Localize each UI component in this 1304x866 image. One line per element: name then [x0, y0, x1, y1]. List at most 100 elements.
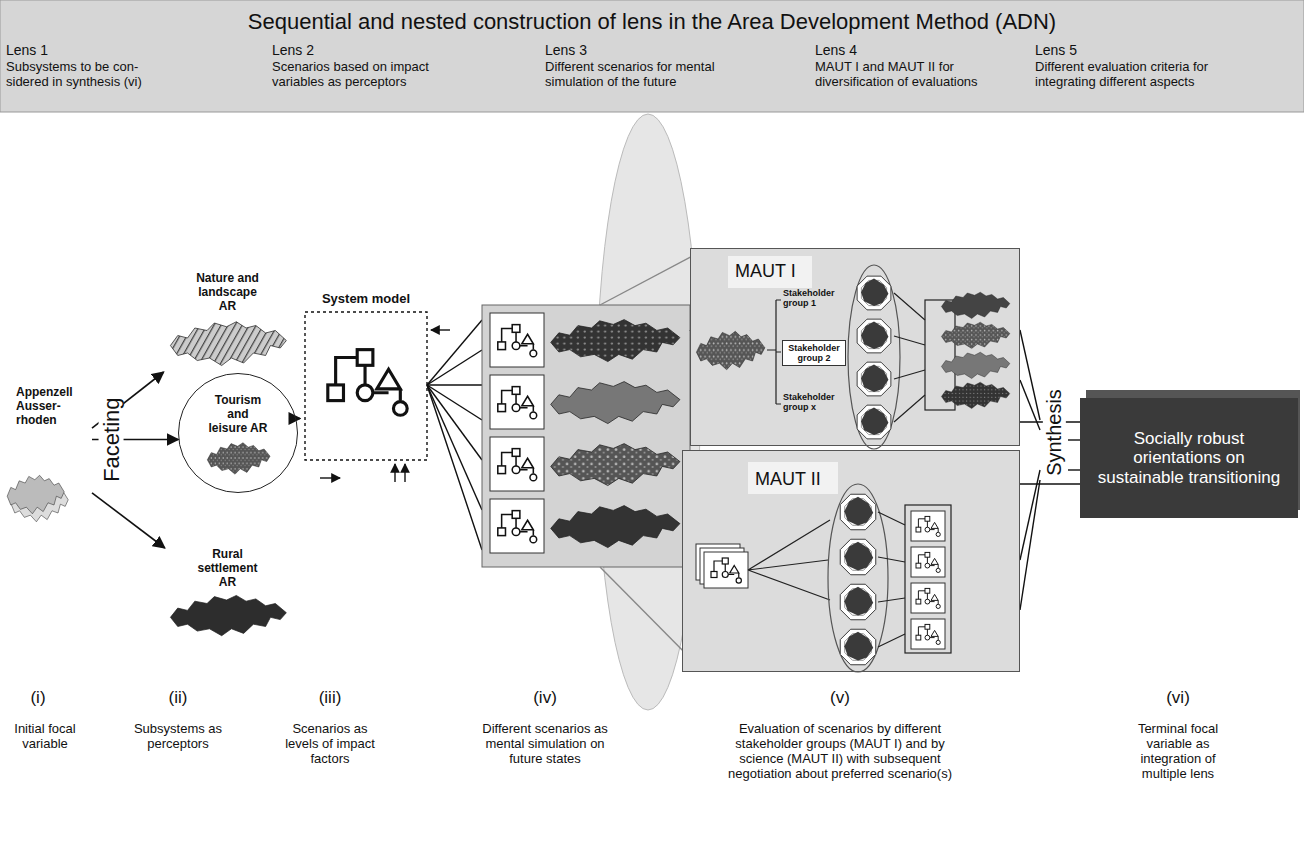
illustration-part — [427, 320, 482, 385]
diagram-title: Sequential and nested construction of le… — [0, 9, 1304, 34]
illustration-part — [551, 320, 680, 362]
illustration-part — [941, 382, 1009, 408]
lens-text: Lens 5 — [1035, 42, 1235, 58]
caption-text: Stakeholder group 1 — [783, 288, 841, 309]
caption-text: (vi) — [1148, 688, 1208, 708]
process-box: Stakeholder group 2 — [782, 340, 846, 366]
illustration-part — [767, 265, 955, 449]
node-text: Tourism and leisure AR — [207, 394, 269, 435]
illustration-part — [498, 449, 537, 481]
illustration-part — [748, 484, 951, 672]
illustration-part — [320, 477, 340, 478]
region-maps — [7, 322, 286, 636]
illustration-part — [905, 505, 951, 653]
process-box: System model — [300, 292, 432, 464]
node-text: Stakeholder group 2 — [783, 343, 845, 364]
illustration-part — [170, 322, 286, 366]
synthesis-lines — [1020, 330, 1080, 610]
lens-text: Lens 1 — [6, 42, 206, 58]
illustration-part — [911, 547, 945, 577]
illustration-part — [490, 437, 544, 491]
illustration-part — [911, 619, 945, 649]
illustration-part — [941, 322, 1009, 348]
illustration-part — [857, 319, 891, 353]
illustration-part — [551, 506, 680, 548]
process-box: Rural settlement AR — [160, 548, 295, 643]
illustration-part — [404, 464, 405, 482]
illustration-part — [431, 329, 450, 330]
illustration-part — [170, 595, 286, 635]
illustration-part — [498, 511, 537, 543]
process-box: MAUT I Stakeholder group 2 — [690, 248, 1020, 446]
lens-text: Scenarios based on impact variables as p… — [272, 60, 432, 90]
node-text: MAUT II — [755, 469, 821, 490]
illustration-part — [490, 375, 544, 429]
caption-text: Stakeholder group x — [783, 392, 841, 413]
caption-text: Evaluation of scenarios by different sta… — [715, 722, 965, 782]
illustration-part — [682, 450, 1020, 672]
vertical-label: Synthesis — [1043, 386, 1066, 479]
caption-text: Subsystems as perceptors — [130, 722, 226, 752]
illustration-part — [840, 494, 876, 530]
caption-text: Initial focal variable — [3, 722, 87, 752]
connector — [296, 418, 300, 420]
illustration-part — [490, 499, 544, 553]
illustration-part — [840, 539, 876, 575]
caption-text: Terminal focal variable as integration o… — [1118, 722, 1238, 782]
caption-text: (iii) — [300, 688, 360, 708]
illustration-part — [857, 276, 891, 310]
illustration-part — [767, 300, 781, 404]
lens-text: Different scenarios for mental simulatio… — [545, 60, 720, 90]
illustration-part — [1068, 469, 1080, 470]
lens-text: MAUT I and MAUT II for diversification o… — [815, 60, 1005, 90]
connector — [92, 493, 165, 548]
illustration-part — [711, 558, 741, 583]
process-box: Socially robust orientations on sustaina… — [1080, 398, 1298, 518]
illustration-part — [7, 475, 64, 514]
node-text: Socially robust orientations on sustaina… — [1092, 429, 1286, 488]
circle-node: Tourism and leisure AR — [178, 373, 298, 493]
node-text: System model — [300, 292, 432, 307]
lens-text: Subsystems to be con- sidered in synthes… — [6, 60, 164, 90]
illustration-part — [498, 325, 537, 357]
node-text: Rural settlement AR — [194, 548, 261, 589]
process-box: MAUT II — [682, 450, 1020, 672]
illustration-part — [690, 248, 1020, 446]
caption-text: Scenarios as levels of impact factors — [280, 722, 380, 767]
illustration-part — [911, 511, 945, 541]
illustration-part — [427, 385, 482, 510]
illustration-part — [328, 350, 407, 416]
caption-text: (i) — [8, 688, 68, 708]
illustration-part — [1020, 380, 1040, 430]
illustration-part — [941, 292, 1009, 318]
illustration-part — [941, 352, 1009, 378]
fan-lines — [427, 320, 482, 550]
node-text: MAUT I — [735, 261, 796, 282]
illustration-part — [305, 312, 427, 460]
illustration-part — [894, 293, 925, 422]
caption-text: Different scenarios as mental simulation… — [470, 722, 620, 767]
illustration-part — [490, 313, 544, 367]
illustration-part — [394, 464, 395, 482]
illustration-part — [600, 252, 700, 305]
system-model — [305, 312, 450, 482]
lens-text: Lens 4 — [815, 42, 1015, 58]
vertical-label: Faceting — [98, 395, 123, 485]
illustration-part — [551, 444, 680, 486]
illustration-part — [207, 443, 270, 475]
illustration-part — [916, 588, 940, 608]
illustration-part — [857, 362, 891, 396]
illustration-part — [1068, 439, 1080, 440]
maut-two — [682, 450, 1020, 672]
illustration-part — [857, 405, 891, 439]
illustration-part — [748, 520, 830, 600]
illustration-part — [728, 256, 812, 288]
illustration-part — [916, 624, 940, 644]
scenario-box — [482, 305, 690, 567]
process-box: Appenzell Ausser- rhoden — [8, 386, 92, 536]
illustration-part — [840, 584, 876, 620]
illustration-part — [696, 331, 764, 370]
caption-text: (ii) — [148, 688, 208, 708]
node-text: Appenzell Ausser- rhoden — [8, 386, 92, 427]
